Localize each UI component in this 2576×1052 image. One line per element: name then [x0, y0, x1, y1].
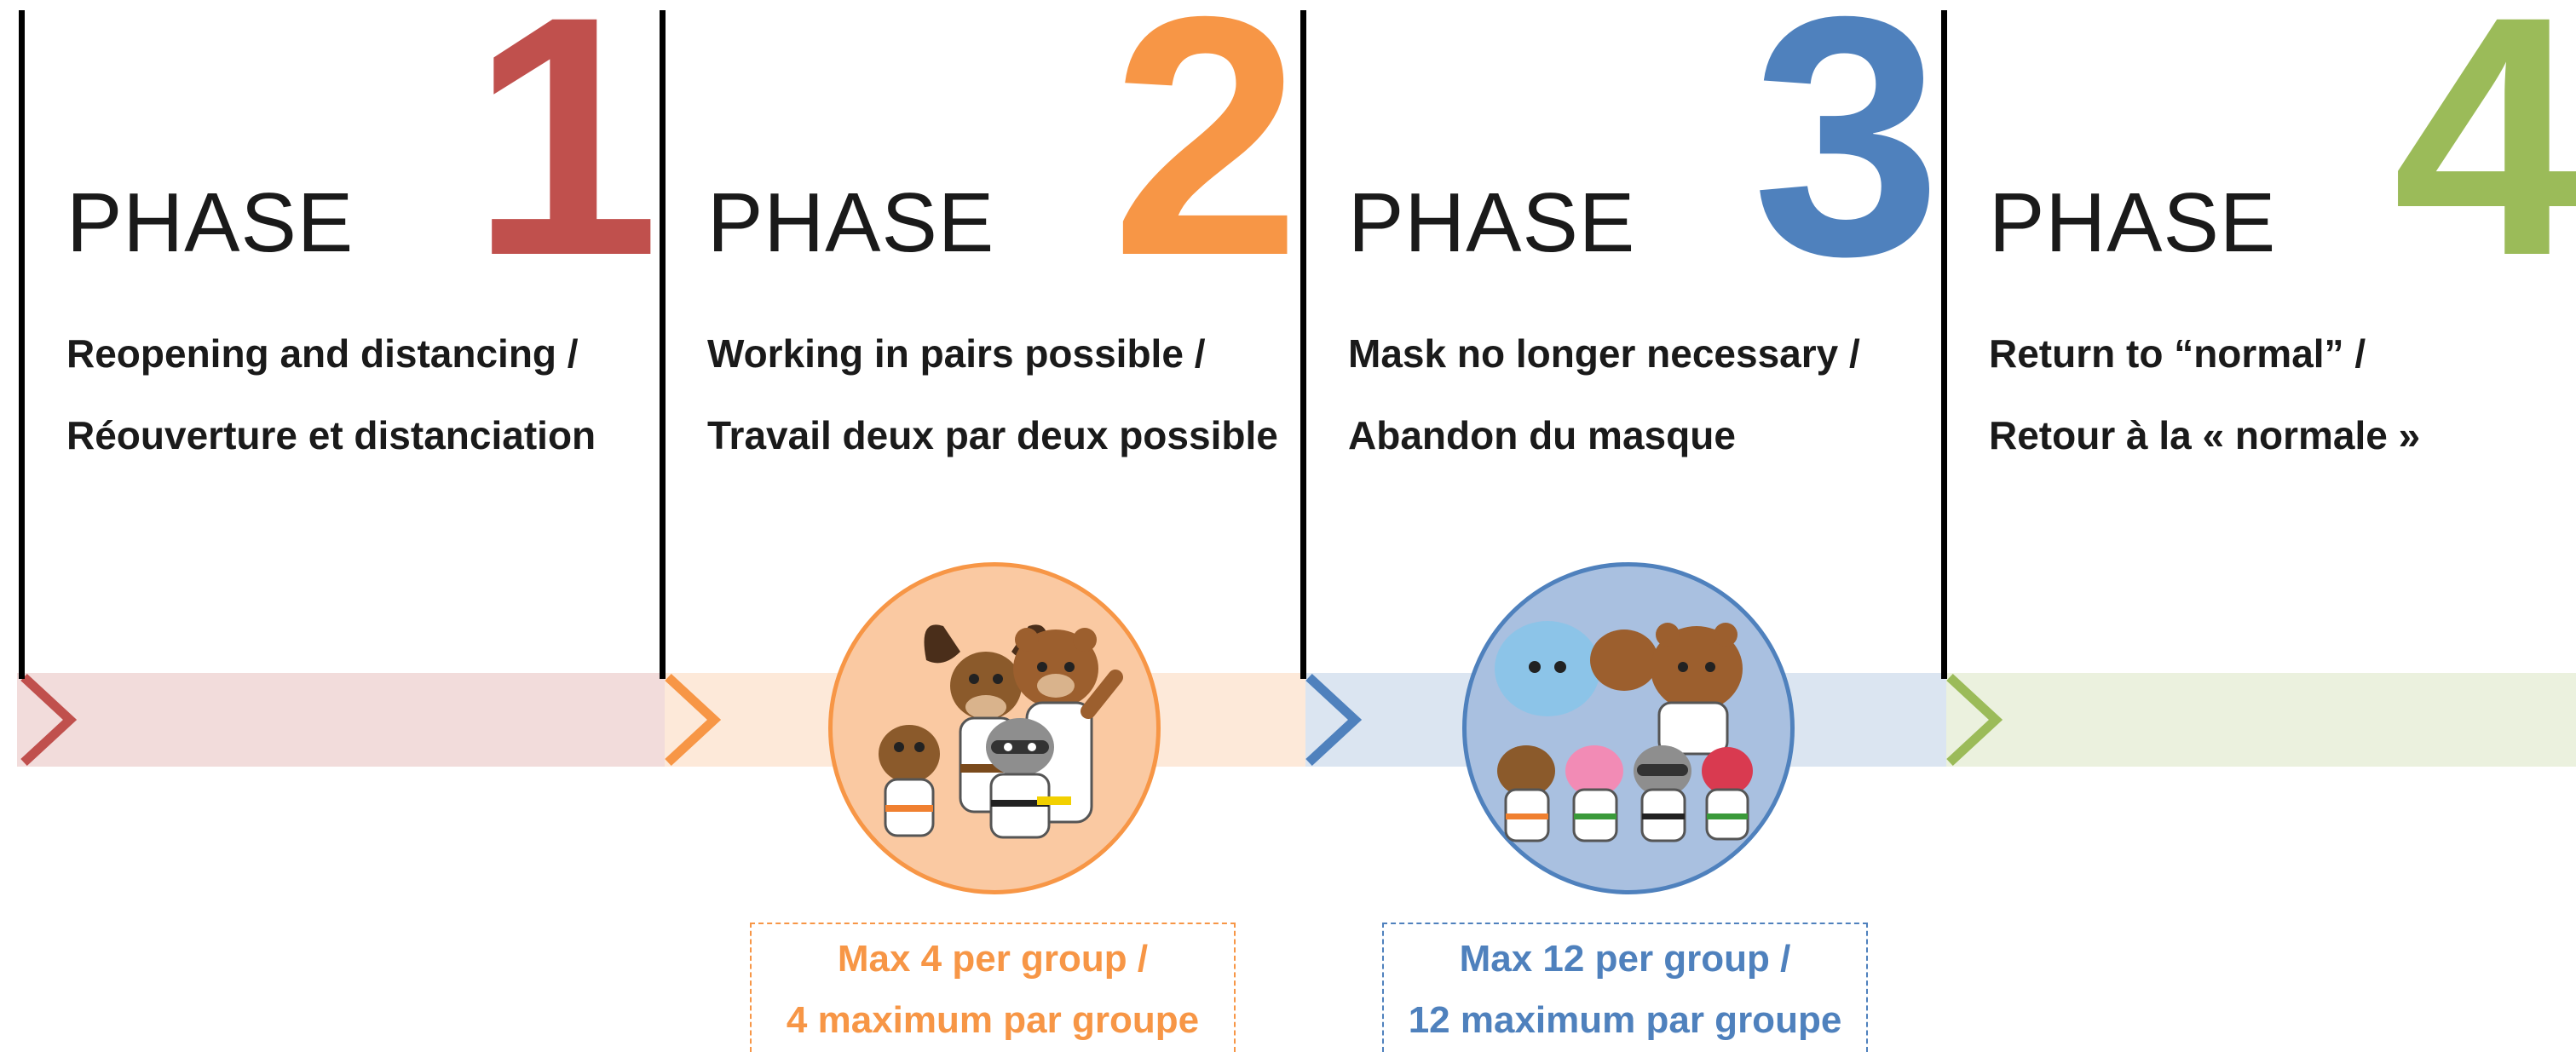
- chevron-right-icon: [665, 673, 721, 767]
- phase-3-column: 3 PHASE Mask no longer necessary / Aband…: [1300, 0, 1945, 681]
- group-size-note-phase-3: Max 12 per group / 12 maximum par groupe: [1382, 923, 1868, 1052]
- phase-1-band: [17, 673, 665, 767]
- phase-label: PHASE: [66, 175, 354, 269]
- phase-description-fr: Travail deux par deux possible: [707, 413, 1278, 457]
- phase-4-column: 4 PHASE Return to “normal” / Retour à la…: [1941, 0, 2576, 681]
- phase-divider: [660, 10, 666, 679]
- chevron-right-icon: [20, 673, 77, 767]
- phase-label: PHASE: [707, 175, 995, 269]
- mascot-group-large-illustration: [1462, 562, 1795, 894]
- group-size-fr: 12 maximum par groupe: [1408, 999, 1842, 1041]
- phase-number: 4: [2393, 0, 2576, 326]
- phase-description-en: Reopening and distancing /: [66, 331, 579, 376]
- phase-label: PHASE: [1348, 175, 1636, 269]
- chevron-right-icon: [1946, 673, 2003, 767]
- phase-4-band: [1946, 673, 2576, 767]
- phase-description-en: Return to “normal” /: [1989, 331, 2366, 376]
- mascot-group-small-illustration: [828, 562, 1161, 894]
- phase-description-en: Working in pairs possible /: [707, 331, 1206, 376]
- phase-2-column: 2 PHASE Working in pairs possible / Trav…: [660, 0, 1304, 681]
- phase-description-fr: Abandon du masque: [1348, 413, 1736, 457]
- group-size-fr: 4 maximum par groupe: [786, 999, 1200, 1041]
- phase-divider: [1300, 10, 1306, 679]
- phase-label: PHASE: [1989, 175, 2277, 269]
- phase-divider: [1941, 10, 1947, 679]
- phase-number: 3: [1752, 0, 1942, 326]
- chevron-right-icon: [1305, 673, 1362, 767]
- phase-description-en: Mask no longer necessary /: [1348, 331, 1860, 376]
- phase-divider: [19, 10, 25, 679]
- phase-description-fr: Réouverture et distanciation: [66, 413, 596, 457]
- phase-number: 1: [470, 0, 660, 326]
- group-size-en: Max 4 per group /: [837, 938, 1149, 980]
- phase-1-column: 1 PHASE Reopening and distancing / Réouv…: [19, 0, 663, 681]
- group-size-note-phase-2: Max 4 per group / 4 maximum par groupe: [750, 923, 1236, 1052]
- phase-number: 2: [1111, 0, 1301, 326]
- group-size-en: Max 12 per group /: [1459, 938, 1791, 980]
- phase-description-fr: Retour à la « normale »: [1989, 413, 2421, 457]
